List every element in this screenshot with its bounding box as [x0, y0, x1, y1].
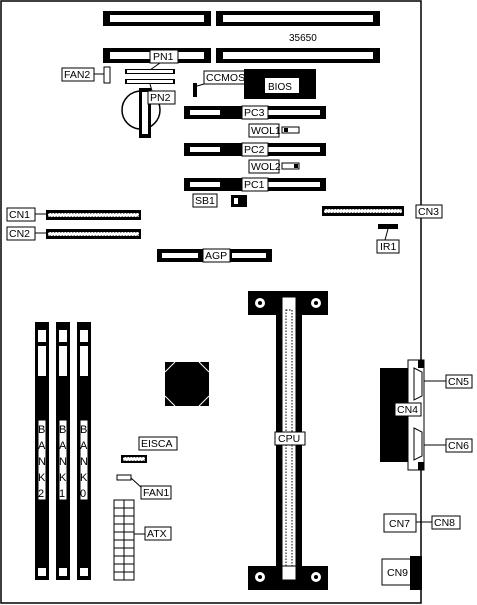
atx-label: ATX — [147, 528, 167, 540]
svg-text:A: A — [80, 440, 88, 452]
wol1-label: WOL1 — [251, 125, 281, 137]
bank2-label: B A N K 2 — [38, 424, 46, 500]
svg-text:2: 2 — [38, 488, 44, 500]
svg-text:A: A — [38, 440, 46, 452]
dimm-bank-1 — [56, 322, 70, 580]
svg-text:B: B — [59, 424, 66, 436]
pn1-header — [125, 69, 175, 84]
pn2-label-box — [147, 90, 176, 105]
cn2-connector — [46, 229, 141, 239]
pc3-label: PC3 — [244, 107, 265, 119]
cn1-label: CN1 — [9, 209, 30, 221]
pc1-label: PC1 — [244, 179, 265, 191]
wol2-label: WOL2 — [251, 161, 281, 173]
pn1-label: PN1 — [153, 51, 174, 63]
sb1-label-box — [192, 193, 218, 208]
cn9-label: CN9 — [387, 567, 408, 579]
wol1-label-box — [248, 123, 280, 138]
ccmos1-label: CCMOS1 — [206, 72, 251, 84]
cn6-label: CN6 — [448, 440, 469, 452]
board-id-text: 35650 — [289, 33, 317, 44]
cn5-label: CN5 — [448, 376, 469, 388]
cn3-label-box — [415, 204, 443, 219]
cn7-connector — [383, 513, 417, 533]
fan2-header — [103, 66, 111, 84]
agp-label: AGP — [205, 250, 227, 262]
wol2-label-box — [248, 159, 280, 174]
eisca-label: EISCA — [141, 438, 173, 450]
cn4-cn6-io — [380, 359, 425, 471]
svg-text:A: A — [59, 440, 67, 452]
fan1-label-box — [140, 485, 172, 500]
cn1-connector — [46, 210, 141, 220]
wol2-header — [281, 162, 300, 170]
dimm-bank-2 — [35, 322, 49, 580]
ir1-header — [378, 224, 398, 229]
sb1-label: SB1 — [195, 195, 215, 207]
pc2-label: PC2 — [244, 144, 265, 156]
fan1-label: FAN1 — [143, 487, 169, 499]
eisca-label-box — [138, 436, 178, 451]
board-outline — [0, 0, 422, 604]
svg-text:B: B — [80, 424, 87, 436]
cn8-label-box — [431, 515, 461, 530]
cn4-label-box — [394, 402, 422, 417]
cn2-label: CN2 — [9, 228, 30, 240]
svg-text:K: K — [38, 472, 46, 484]
sb1-header — [231, 195, 247, 207]
cpu-label: CPU — [278, 433, 300, 445]
dimm-bank-0 — [77, 322, 91, 580]
svg-text:0: 0 — [80, 488, 86, 500]
ccmos1-jumper — [193, 83, 197, 97]
atx-label-box — [144, 526, 172, 541]
bank0-label: B A N K 0 — [80, 424, 88, 500]
svg-text:K: K — [80, 472, 88, 484]
cn3-label: CN3 — [418, 206, 439, 218]
fan1-header — [116, 474, 132, 481]
atx-power-connector — [113, 499, 135, 581]
ir1-label-box — [376, 239, 400, 254]
pn1-label-box — [149, 49, 179, 64]
svg-text:B: B — [38, 424, 45, 436]
wol1-header — [281, 126, 300, 134]
cn3-connector — [322, 206, 404, 216]
bios-label: BIOS — [268, 82, 292, 93]
svg-text:N: N — [59, 456, 67, 468]
chipset — [164, 361, 210, 407]
cn8-label: CN8 — [434, 517, 455, 529]
fan2-label: FAN2 — [64, 69, 90, 81]
bank1-label: B A N K 1 — [59, 424, 67, 500]
svg-text:N: N — [80, 456, 88, 468]
svg-text:N: N — [38, 456, 46, 468]
svg-text:K: K — [59, 472, 67, 484]
pn2-label: PN2 — [150, 92, 171, 104]
ir1-label: IR1 — [380, 241, 397, 253]
cn4-label: CN4 — [397, 404, 418, 416]
svg-text:1: 1 — [59, 488, 65, 500]
cn7-label: CN7 — [389, 518, 410, 530]
